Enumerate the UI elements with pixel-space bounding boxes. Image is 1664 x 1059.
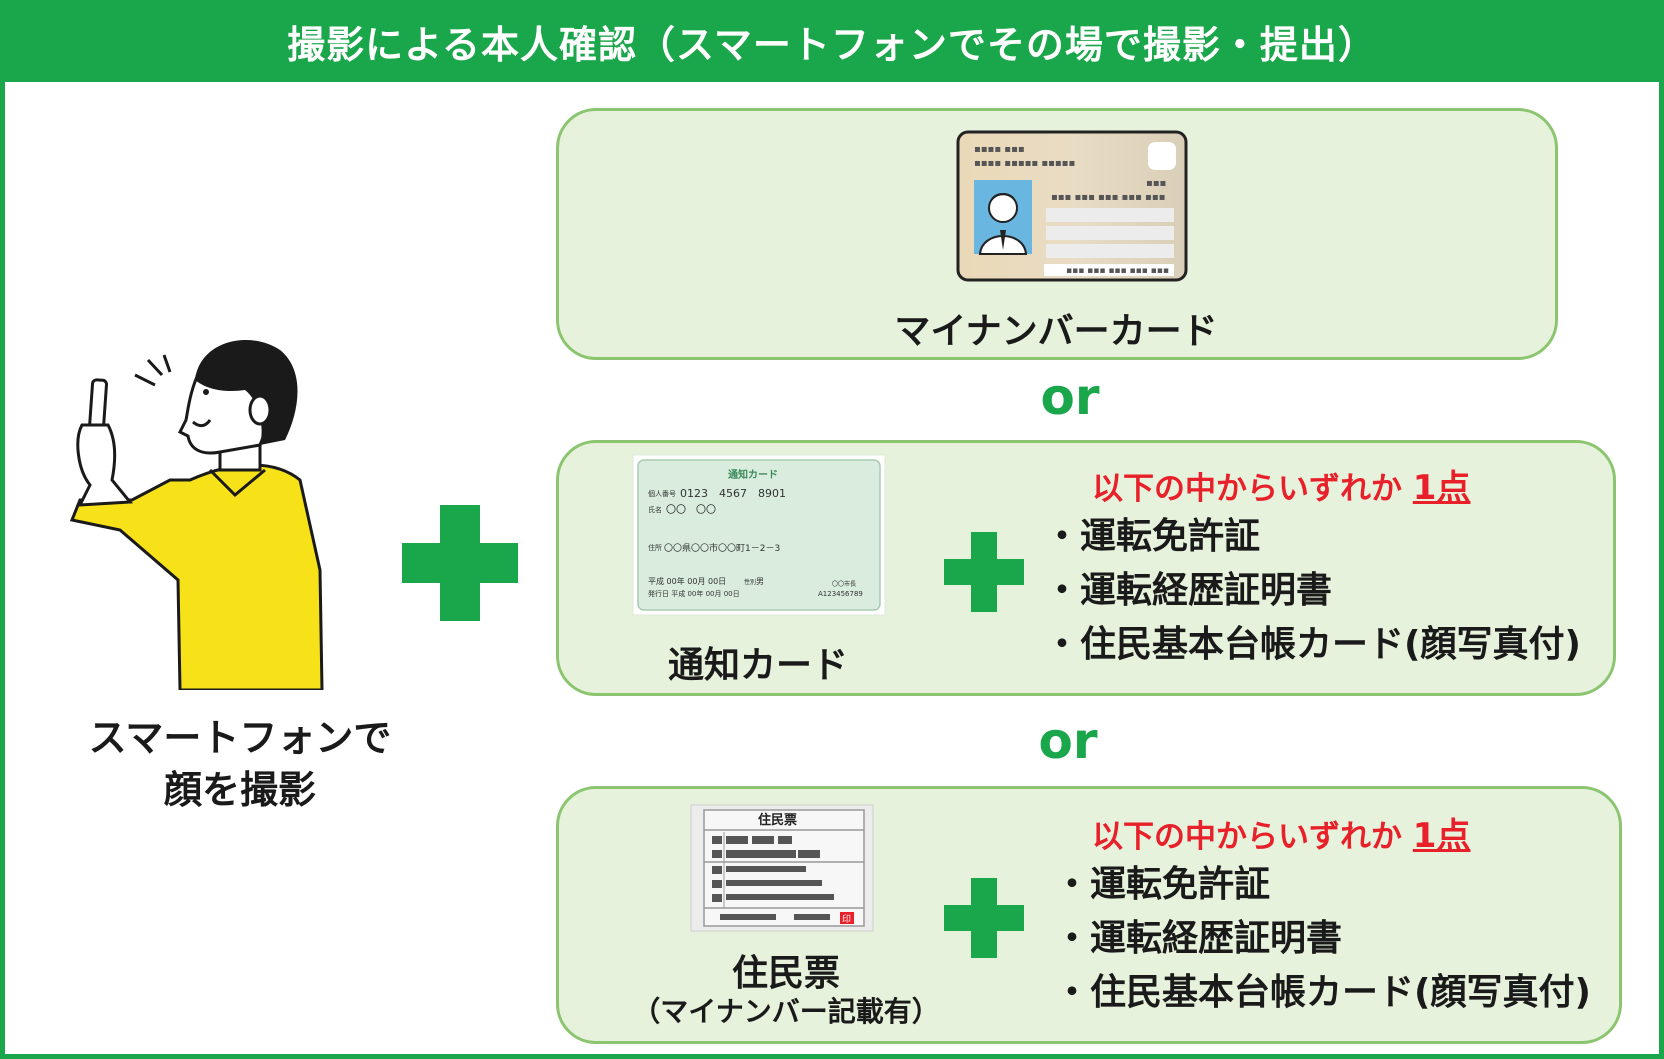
nc-address: 〇〇県〇〇市〇〇町1－2－3 (664, 542, 780, 554)
option3-label: 住民票 (731, 953, 840, 994)
person-caption: スマートフォンで 顔を撮影 (40, 712, 440, 816)
nc-name-label: 氏名 (648, 505, 662, 514)
list-item: ・住民基本台帳カード(顔写真付) (1054, 972, 1591, 1013)
nc-birth: 平成 00年 00月 00日 (648, 576, 726, 586)
nc-name: 〇〇 〇〇 (666, 504, 716, 516)
nc-gender: 男 (756, 577, 764, 586)
person-taking-selfie-illustration (69, 340, 324, 690)
option3-document-list: ・運転免許証 ・運転経歴証明書 ・住民基本台帳カード(顔写真付) (1054, 858, 1591, 1020)
option3-pick-count: 1点 (1412, 816, 1471, 856)
notification-card-image: 通知カード 個人番号 0123 4567 8901 氏名 〇〇 〇〇 住所 〇〇… (632, 454, 886, 616)
rc-title: 住民票 (758, 812, 797, 828)
person-caption-line1: スマートフォンで (88, 716, 392, 760)
option2-pick-instruction: 以下の中からいずれか 1点 (1092, 460, 1470, 509)
mynumber-card-image: ▪▪▪▪ ▪▪▪ ▪▪▪▪ ▪▪▪▪▪ ▪▪▪▪▪ ▪▪▪ ▪▪▪ ▪▪▪ ▪▪… (956, 130, 1188, 282)
or-separator-2: or (1038, 712, 1098, 770)
option1-label: マイナンバーカード (894, 311, 1218, 352)
nc-title: 通知カード (728, 468, 778, 481)
nc-number-label: 個人番号 (648, 489, 676, 498)
option2-pick-prefix: 以下の中からいずれか (1092, 471, 1413, 507)
mn-card-dots-5: ▪▪▪ ▪▪▪ ▪▪▪ ▪▪▪ ▪▪▪ (1066, 266, 1169, 276)
nc-number: 0123 4567 8901 (680, 487, 786, 500)
mn-card-dots-3: ▪▪▪ (1146, 178, 1166, 189)
nc-issuer: 〇〇市長 (832, 580, 856, 588)
nc-address-label: 住所 (648, 543, 662, 552)
nc-serial: A123456789 (818, 590, 863, 598)
list-item: ・住民基本台帳カード(顔写真付) (1044, 624, 1581, 665)
residence-certificate-image: 住民票 印 (690, 804, 874, 932)
mn-card-dots-4: ▪▪▪ ▪▪▪ ▪▪▪ ▪▪▪ ▪▪▪ (1051, 192, 1165, 203)
nc-issue: 発行日 平成 00年 00月 00日 (648, 589, 740, 598)
mn-card-dots-2: ▪▪▪▪ ▪▪▪▪▪ ▪▪▪▪▪ (974, 158, 1075, 169)
option2-document-list: ・運転免許証 ・運転経歴証明書 ・住民基本台帳カード(顔写真付) (1044, 510, 1581, 672)
list-item: ・運転経歴証明書 (1054, 918, 1343, 959)
option2-label: 通知カード (667, 645, 848, 686)
list-item: ・運転経歴証明書 (1044, 570, 1333, 611)
page-title: 撮影による本人確認（スマートフォンでその場で撮影・提出） (0, 0, 1664, 82)
or-separator-1: or (1040, 368, 1100, 426)
list-item: ・運転免許証 (1054, 864, 1271, 905)
option3-pick-instruction: 以下の中からいずれか 1点 (1092, 808, 1470, 857)
nc-gender-label: 性別 (744, 578, 756, 586)
rc-stamp: 印 (842, 913, 851, 925)
mn-card-dots-1: ▪▪▪▪ ▪▪▪ (974, 144, 1025, 155)
option3-sub-label: （マイナンバー記載有） (632, 995, 940, 1028)
list-item: ・運転免許証 (1044, 516, 1261, 557)
main-plus-icon (402, 505, 518, 621)
option3-pick-prefix: 以下の中からいずれか (1092, 819, 1413, 855)
option2-plus-icon (944, 532, 1024, 612)
person-caption-line2: 顔を撮影 (163, 768, 316, 812)
option3-plus-icon (944, 878, 1024, 958)
option2-pick-count: 1点 (1412, 468, 1471, 508)
